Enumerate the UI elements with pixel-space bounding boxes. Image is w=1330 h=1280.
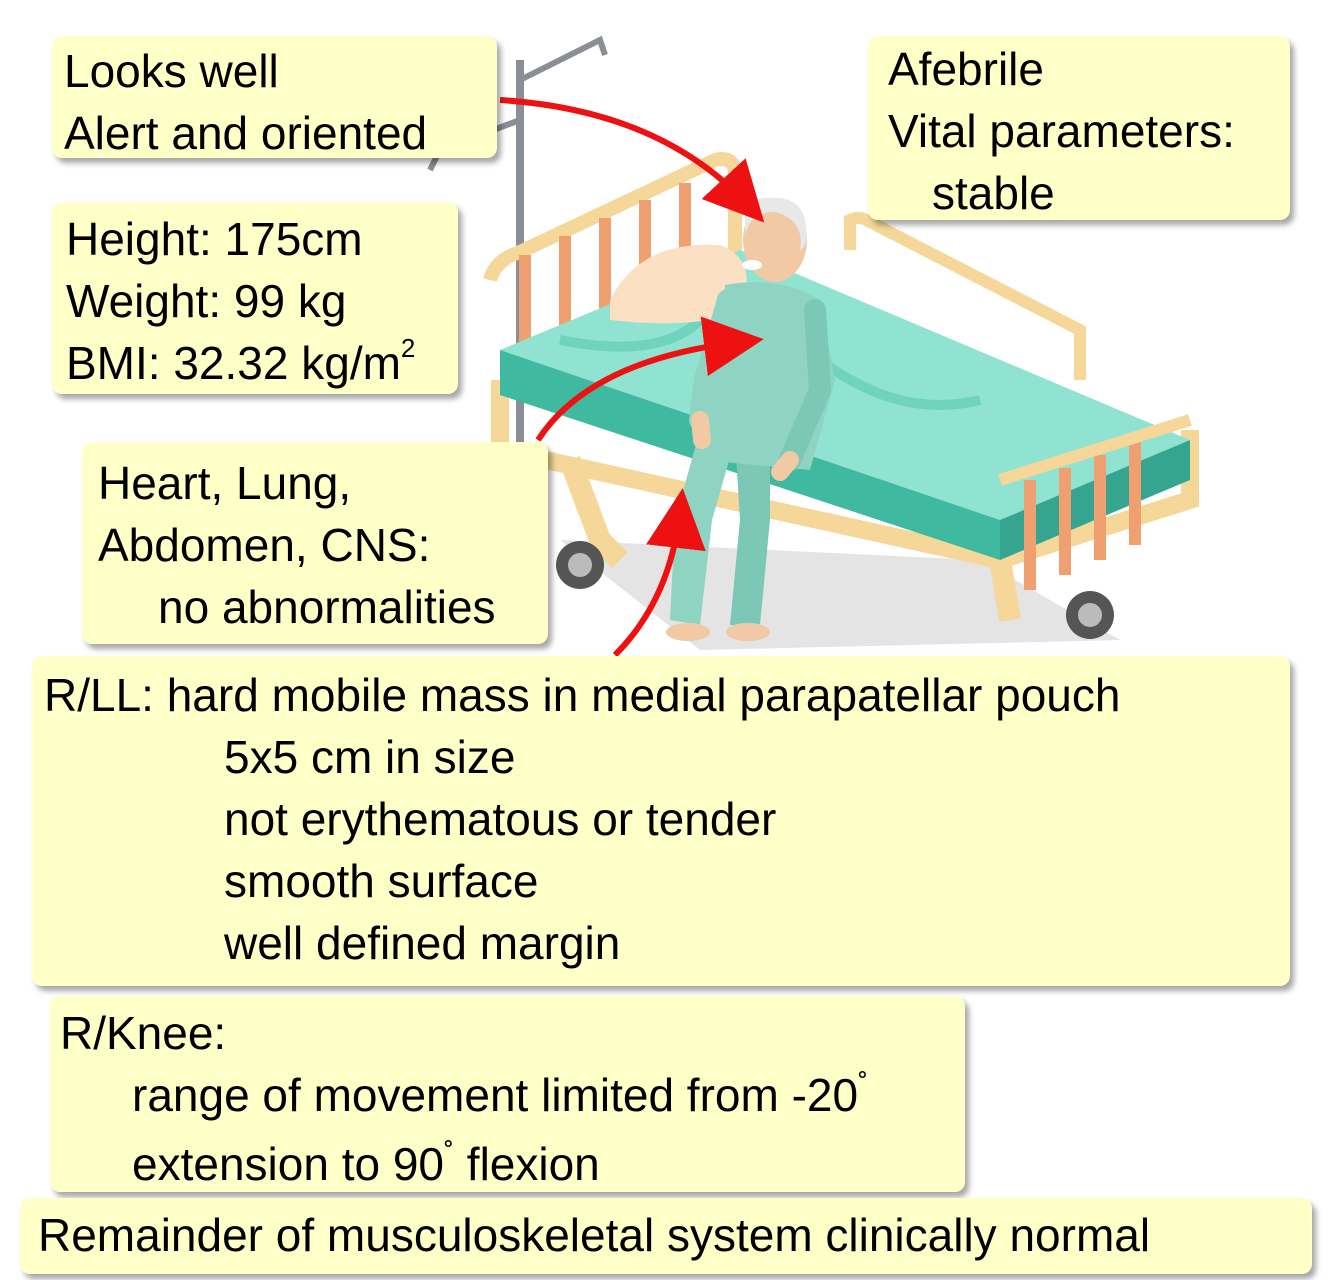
knee-title: R/Knee: [60,1007,227,1059]
anthropometrics-note: Height: 175cm Weight: 99 kg BMI: 32.32 k… [52,202,458,394]
bmi-superscript: 2 [400,332,416,363]
general-appearance-note: Looks well Alert and oriented [52,36,497,159]
systems-line-2: Abdomen, CNS: [98,519,431,571]
lower-limb-line-2: 5x5 cm in size [224,731,516,783]
degree-symbol-2: ˚ [444,1138,455,1171]
vitals-note: Afebrile Vital parameters: stable [868,36,1290,220]
systems-note: Heart, Lung, Abdomen, CNS: no abnormalit… [82,442,548,644]
weight-value: Weight: 99 kg [66,275,347,327]
lower-limb-line-1: R/LL: hard mobile mass in medial parapat… [44,669,1121,721]
vitals-line-1: Afebrile [888,43,1044,95]
arrow-general-to-head [499,97,765,223]
knee-line-1: range of movement limited from -20˚ [132,1069,869,1121]
systems-line-3: no abnormalities [158,581,496,633]
pointer-arrows [499,97,765,658]
lower-limb-line-3: not erythematous or tender [224,793,777,845]
arrow-systems-to-torso [535,316,764,442]
lower-limb-note: R/LL: hard mobile mass in medial parapat… [32,656,1290,986]
knee-line-2: extension to 90˚ flexion [132,1138,600,1190]
degree-symbol-1: ˚ [858,1069,869,1102]
general-line-2: Alert and oriented [64,107,428,159]
arrow-limb-to-knee [612,488,706,658]
systems-line-1: Heart, Lung, [98,457,352,509]
vitals-line-3: stable [932,167,1055,219]
lower-limb-line-4: smooth surface [224,855,539,907]
knee-note: R/Knee: range of movement limited from -… [50,996,965,1192]
elderly-patient-icon [666,197,835,641]
lower-limb-line-5: well defined margin [224,917,621,969]
vitals-line-2: Vital parameters: [888,105,1235,157]
height-value: Height: 175cm [66,213,363,265]
remainder-text: Remainder of musculoskeletal system clin… [38,1209,1151,1261]
bmi-prefix: BMI: 32.32 kg/m [66,337,401,389]
remainder-note: Remainder of musculoskeletal system clin… [20,1198,1312,1274]
bmi-value: BMI: 32.32 kg/m2 [66,332,458,394]
general-line-1: Looks well [64,45,279,97]
